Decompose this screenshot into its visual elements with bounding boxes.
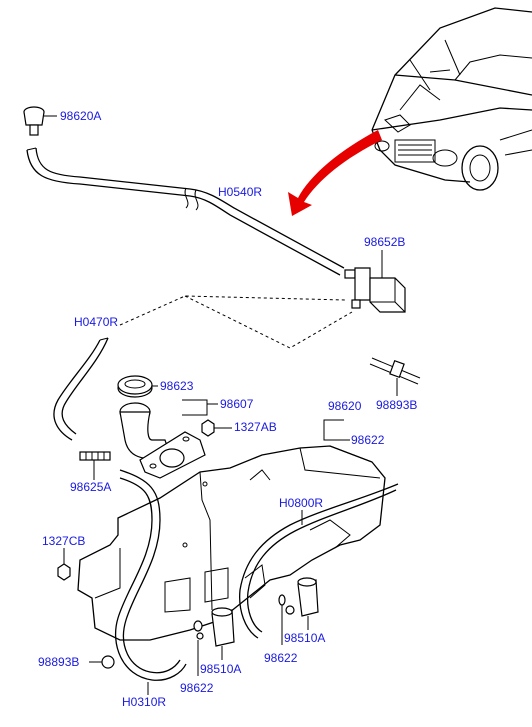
label-98652b: 98652B: [364, 235, 405, 249]
grommet-mid-part: [278, 594, 295, 615]
label-h0540r: H0540R: [218, 185, 262, 199]
label-98510a-right: 98510A: [284, 631, 325, 645]
washer-reservoir-part: [77, 445, 386, 641]
connector-part: [79, 451, 111, 461]
washer-pump-bottom-part: [211, 607, 235, 647]
label-98622-top: 98622: [351, 433, 385, 447]
hose-h0310r: [114, 469, 187, 681]
label-98625a: 98625A: [70, 480, 111, 494]
label-1327cb: 1327CB: [42, 534, 85, 548]
filler-neck-part: [119, 402, 206, 479]
hose-h0800r: [239, 483, 399, 639]
hose-h0470r: [53, 337, 109, 441]
label-98620: 98620: [328, 399, 362, 413]
red-curved-arrow-icon: [288, 130, 382, 216]
label-98607: 98607: [220, 397, 254, 411]
label-1327ab: 1327AB: [234, 420, 277, 434]
bolt-1327cb-part: [57, 563, 71, 581]
label-h0310r: H0310R: [122, 695, 166, 709]
label-h0800r: H0800R: [279, 496, 323, 510]
car-front-view-icon: [371, 7, 532, 191]
hose-connector-left-part: [101, 655, 115, 669]
nozzle-part: [23, 106, 45, 136]
label-98893b-right: 98893B: [376, 398, 417, 412]
hose-connector-right-part: [369, 357, 421, 385]
check-valve-part: [344, 267, 406, 313]
reservoir-cap-part: [117, 375, 153, 398]
label-h0470r: H0470R: [74, 315, 118, 329]
label-98620A: 98620A: [60, 109, 101, 123]
grommet-bottom-part: [193, 620, 204, 640]
bolt-1327ab-part: [201, 419, 215, 437]
washer-pump-right-part: [297, 577, 319, 617]
label-98622-bottom: 98622: [180, 681, 214, 695]
hose-h0540r: [26, 147, 345, 276]
label-98622-mid: 98622: [264, 651, 298, 665]
label-98623: 98623: [160, 379, 194, 393]
label-98893b-left: 98893B: [38, 655, 79, 669]
label-98510a-bottom: 98510A: [200, 662, 241, 676]
